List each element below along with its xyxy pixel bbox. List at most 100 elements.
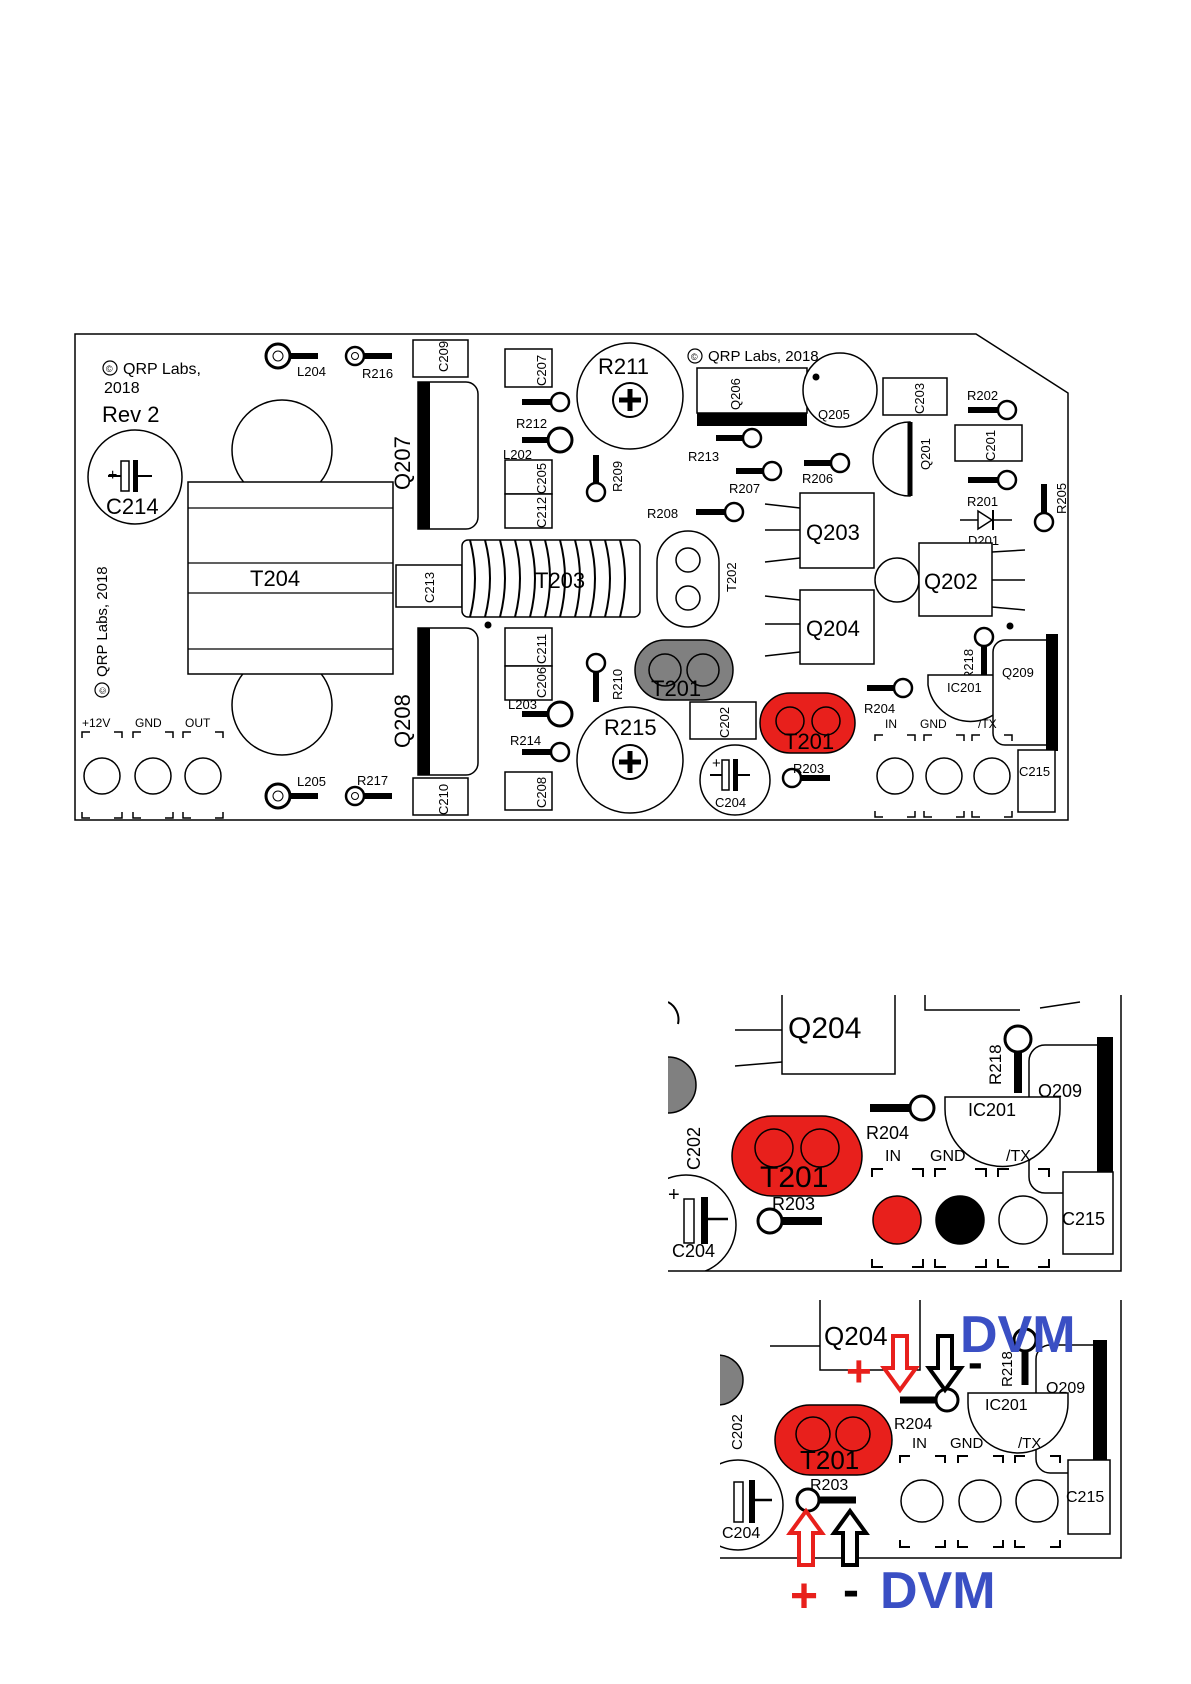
detail2-c215-label: C215 [1066, 1489, 1104, 1506]
black-arrow-up-icon [830, 1507, 870, 1567]
c214-plate-neg [133, 460, 138, 492]
detail1-pad-label-tx: /TX [1006, 1148, 1031, 1165]
dvm-plus-bottom: + [790, 1570, 818, 1623]
detail1-pad-tx [998, 1195, 1048, 1245]
t204-label: T204 [250, 566, 300, 591]
r202-label: R202 [967, 388, 998, 403]
detail2-pad-gnd [958, 1479, 1002, 1523]
detail1-q204-label: Q204 [788, 1012, 861, 1045]
l204-label: L204 [297, 364, 326, 379]
power-connectors: +12V GND OUT [81, 716, 224, 819]
detail2-t201-label: T201 [800, 1445, 859, 1475]
detail2-pad-in [900, 1479, 944, 1523]
detail2-pad-label-gnd: GND [950, 1435, 984, 1452]
c210-label: C210 [436, 784, 451, 815]
c206-body [504, 665, 553, 701]
connector-label-gnd: GND [135, 716, 162, 730]
r201-pad [996, 469, 1018, 491]
detail2-r204-label: R204 [894, 1416, 932, 1433]
connector-label-12v: +12V [82, 716, 110, 730]
copyright-mid-text: QRP Labs, 2018 [708, 348, 819, 365]
r205-label: R205 [1054, 483, 1069, 514]
q205-body [802, 352, 878, 428]
red-arrow-down-icon [880, 1334, 920, 1394]
detail1-frame [668, 995, 1122, 1272]
c203-body [882, 377, 948, 416]
detail1-r204-label: R204 [866, 1123, 909, 1143]
c205-label: C205 [534, 463, 549, 494]
r209-pad [585, 481, 607, 503]
q209-body [992, 639, 1056, 746]
dvm-minus-bottom: - [843, 1564, 859, 1617]
svg-text:©: © [691, 352, 698, 362]
c212-body [504, 493, 553, 529]
copyright-year: 2018 [104, 380, 140, 397]
copyright-side: © QRP Labs, 2018 [94, 566, 111, 698]
detail1-t201-label: T201 [760, 1161, 828, 1194]
detail1-c215-label: C215 [1062, 1209, 1105, 1229]
copyright-icon [102, 360, 118, 376]
t204-body [187, 481, 394, 675]
q208-label: Q208 [390, 694, 415, 748]
pad-label-gnd: GND [920, 717, 947, 731]
c208-label: C208 [534, 777, 549, 808]
svg-text:+: + [668, 1184, 680, 1206]
dvm-label-top: DVM [960, 1306, 1076, 1364]
r214-label: R214 [510, 733, 541, 748]
r203-label: R203 [793, 761, 824, 776]
detail1-r204-pad [908, 1094, 936, 1122]
l202-label: L202 [503, 447, 532, 462]
c202-body [689, 701, 757, 740]
r213-label: R213 [688, 449, 719, 464]
ic201-label: IC201 [947, 680, 982, 695]
r202-pad [996, 399, 1018, 421]
q208-body [417, 627, 479, 776]
detail1-pad-in-red [872, 1195, 922, 1245]
c210-body [412, 777, 469, 816]
c215-body [1017, 749, 1056, 813]
q201-label: Q201 [918, 438, 933, 470]
black-arrow-down-icon [925, 1334, 965, 1394]
detail1-r218-label: R218 [986, 1044, 1005, 1085]
c208-body [504, 771, 553, 811]
c213-label: C213 [422, 572, 437, 603]
q207-body [417, 381, 479, 530]
r216-label: R216 [362, 366, 393, 381]
r210-pad [585, 652, 607, 674]
q206-body [696, 367, 808, 414]
r201-label: R201 [967, 494, 998, 509]
c212-label: C212 [534, 497, 549, 528]
r213-pad [741, 427, 763, 449]
detail2-r218-label: R218 [999, 1351, 1016, 1387]
c209-label: C209 [436, 341, 451, 372]
q205-label: Q205 [818, 407, 850, 422]
red-arrow-up-icon [786, 1507, 826, 1567]
r209-label: R209 [610, 461, 625, 492]
r204-pad [892, 677, 914, 699]
r214-pad [549, 741, 571, 763]
q204-label: Q204 [806, 616, 860, 641]
c204-label: C204 [715, 795, 746, 810]
detail1-pad-label-in: IN [885, 1148, 901, 1165]
pad-label-in: IN [885, 717, 897, 731]
detail2-c204-label: C204 [722, 1525, 760, 1542]
c206-label: C206 [534, 667, 549, 698]
c201-body [954, 424, 1023, 462]
connector-label-out: OUT [185, 716, 211, 730]
detail1-pad-label-gnd: GND [930, 1148, 966, 1165]
detail1-c204-label: C204 [672, 1241, 715, 1261]
l205-label: L205 [297, 774, 326, 789]
r208-label: R208 [647, 506, 678, 521]
svg-text:©: © [98, 687, 108, 694]
c205-body [504, 459, 553, 495]
round-component [874, 557, 920, 603]
q204-body [799, 589, 875, 665]
r210-label: R210 [610, 669, 625, 700]
detail-view-1: Q204 R218 Q209 IC201 R204 C202 T201 + C2 [668, 995, 1122, 1272]
c214-label: C214 [106, 494, 159, 519]
detail2-r203-label: R203 [810, 1477, 848, 1494]
c201-label: C201 [983, 430, 998, 461]
copyright-mid-icon [687, 348, 703, 364]
r205-pad [1033, 511, 1055, 533]
